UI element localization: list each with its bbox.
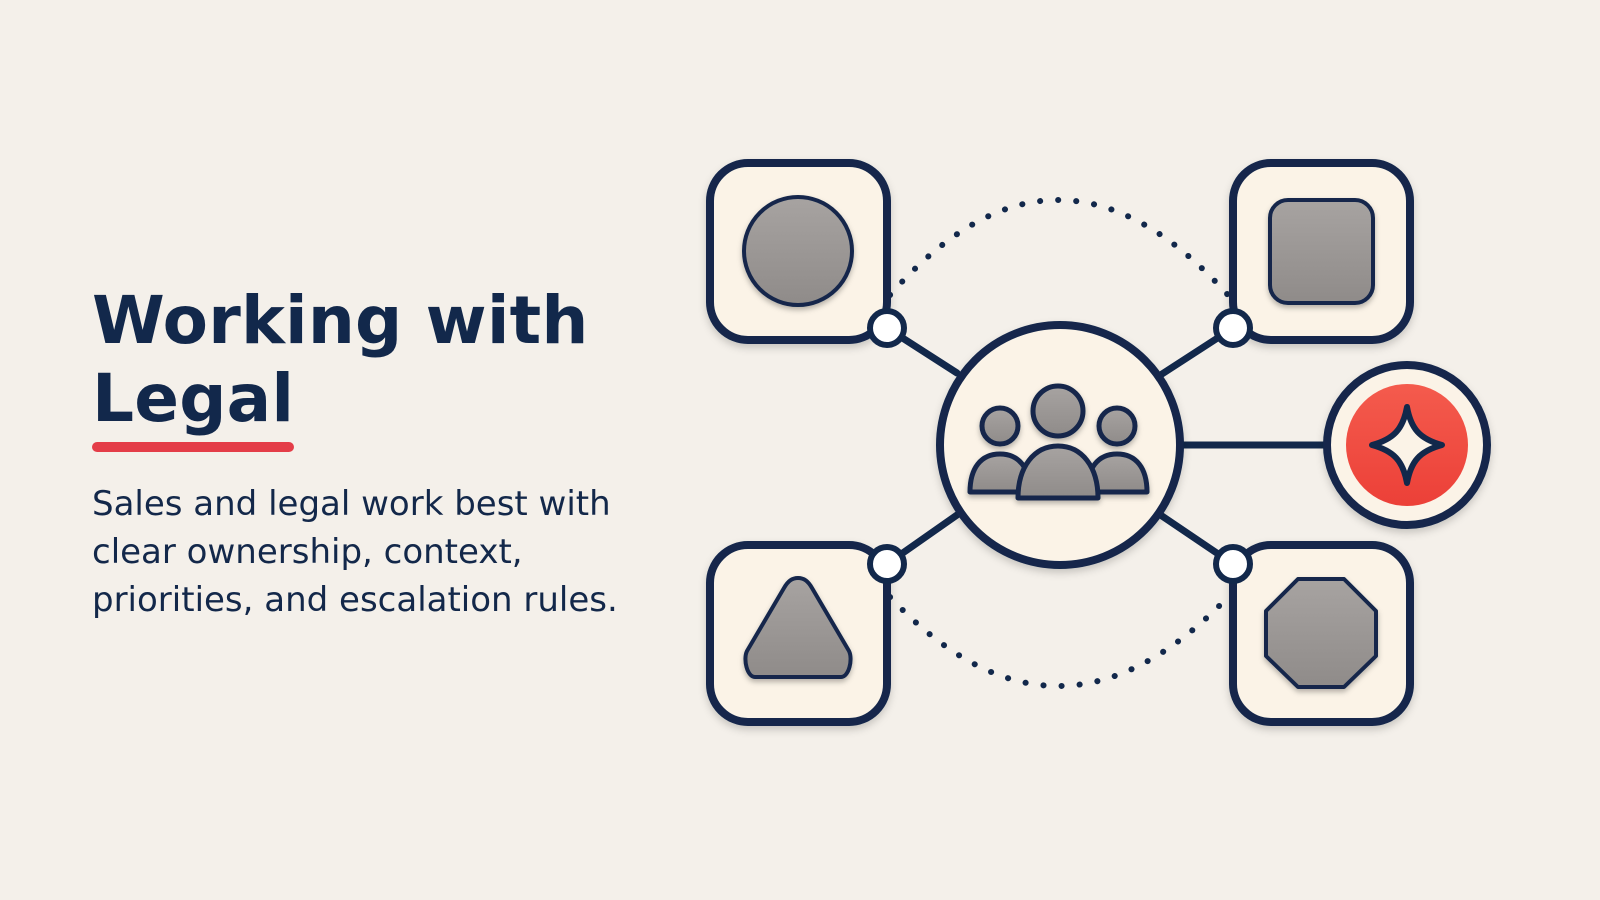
sparkle-star-icon xyxy=(1369,404,1445,486)
team-group-icon xyxy=(967,383,1150,501)
connector-dot-top-right xyxy=(1213,308,1253,348)
title-highlight: Legal xyxy=(92,360,295,452)
node-bottom-left xyxy=(706,541,891,726)
text-panel: Working with Legal Sales and legal work … xyxy=(92,282,652,624)
connector-dot-top-left xyxy=(867,308,907,348)
slide-title: Working with Legal xyxy=(92,282,652,452)
dotted-arc-bottom xyxy=(887,594,1231,689)
node-top-left xyxy=(706,159,891,344)
title-line-1: Working with xyxy=(92,282,589,359)
connector-dot-bottom-right xyxy=(1213,544,1253,584)
title-line-2: Legal xyxy=(92,360,295,437)
connector-dots xyxy=(867,308,1253,584)
workflow-diagram xyxy=(700,145,1510,745)
octagon-shape-icon xyxy=(1264,577,1378,689)
triangle-shape-icon xyxy=(743,576,853,679)
dotted-arc-top xyxy=(887,197,1231,298)
node-right xyxy=(1323,361,1491,529)
title-line-2-wrapper: Legal xyxy=(92,360,652,452)
diagram-svg xyxy=(706,159,1491,726)
circle-shape-icon xyxy=(742,195,854,307)
square-shape-icon xyxy=(1268,198,1375,305)
node-center xyxy=(936,321,1184,569)
dotted-arc-group xyxy=(887,197,1231,689)
title-underline xyxy=(92,442,295,452)
body-copy: Sales and legal work best with clear own… xyxy=(92,484,618,620)
node-bottom-right xyxy=(1229,541,1414,726)
connector-dot-bottom-left xyxy=(867,544,907,584)
node-top-right xyxy=(1229,159,1414,344)
